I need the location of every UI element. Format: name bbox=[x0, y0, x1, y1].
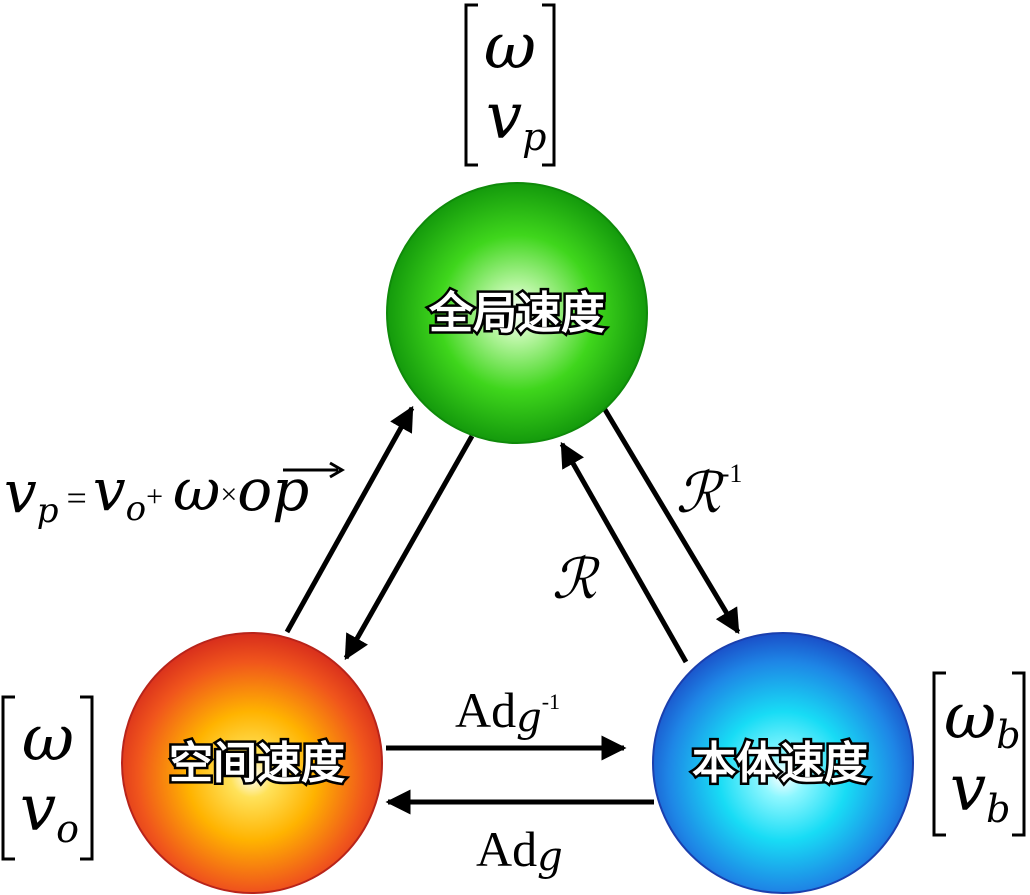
node-global-label: 全局速度 bbox=[428, 288, 605, 339]
bracket-left bbox=[932, 671, 946, 837]
node-global-sphere bbox=[386, 182, 648, 444]
label-global-to-body: ℛ-1 bbox=[676, 459, 742, 526]
vector-spatial: ω vo bbox=[1, 695, 94, 861]
label-spatial-to-body: Adg-1 bbox=[455, 682, 560, 741]
vector-arrow-head bbox=[329, 461, 345, 479]
vector-body: ωb vb bbox=[932, 671, 1026, 837]
label-body-to-spatial: Adg bbox=[476, 821, 563, 880]
node-body-velocity: 本体速度 bbox=[652, 632, 914, 894]
arrow-spatial-to-global bbox=[284, 405, 415, 634]
label-body-to-global: ℛ bbox=[552, 547, 600, 612]
node-body-sphere bbox=[652, 632, 914, 894]
vector-global-omega: ω bbox=[484, 10, 536, 84]
bracket-right bbox=[80, 695, 94, 861]
vector-spatial-omega: ω bbox=[22, 702, 74, 776]
node-spatial-velocity: 空间速度 bbox=[121, 632, 383, 894]
vector-body-omega: ωb bbox=[944, 680, 1021, 757]
arrow-global-to-body bbox=[601, 406, 741, 635]
formula-spatial-to-global: vp=vo+ω×op bbox=[4, 456, 345, 531]
vector-global-v: vp bbox=[486, 80, 546, 159]
node-spatial-label: 空间速度 bbox=[169, 738, 345, 789]
formula-text: vp=vo+ω×op bbox=[4, 456, 309, 531]
node-spatial-sphere bbox=[121, 632, 383, 894]
node-body-label: 本体速度 bbox=[692, 738, 868, 789]
bracket-left bbox=[464, 3, 478, 167]
bracket-right bbox=[1012, 671, 1026, 837]
bracket-left bbox=[1, 695, 15, 861]
bracket-right bbox=[542, 3, 556, 167]
vector-global: ω vp bbox=[464, 3, 556, 167]
vector-spatial-v: vo bbox=[20, 772, 79, 851]
vector-body-v: vb bbox=[950, 752, 1010, 831]
arrow-body-to-global bbox=[559, 441, 689, 664]
arrow-global-to-spatial bbox=[343, 434, 475, 661]
node-global-velocity: 全局速度 bbox=[386, 182, 648, 444]
